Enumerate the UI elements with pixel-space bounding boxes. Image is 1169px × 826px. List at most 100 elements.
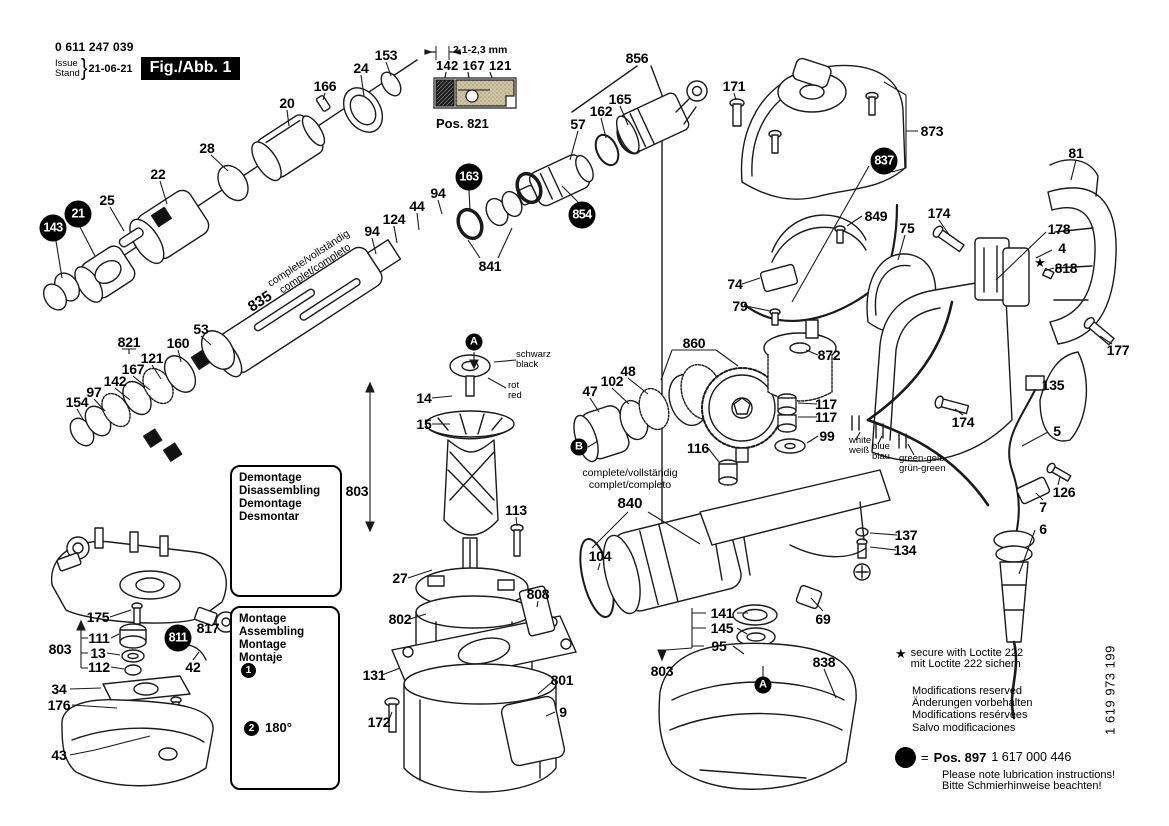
part-label-803: 803 <box>48 641 72 657</box>
bearing-bracket-group <box>51 527 237 787</box>
part-label-811: 811 <box>164 624 192 652</box>
part-label-34: 34 <box>51 681 67 697</box>
detail-badge-A: A <box>754 676 772 694</box>
part-label-116: 116 <box>687 440 709 456</box>
assembly-step-1-badge: 1 <box>241 663 256 678</box>
part-label-126: 126 <box>1052 484 1076 500</box>
part-label-162: 162 <box>589 103 613 119</box>
part-label-860: 860 <box>682 335 706 351</box>
part-label-154: 154 <box>65 394 89 410</box>
part-label-79: 79 <box>732 298 748 314</box>
switch-housing-group <box>871 225 1055 462</box>
part-label-818: 818 <box>1054 260 1078 276</box>
inset-drawing <box>424 46 517 109</box>
part-label-25: 25 <box>99 192 115 208</box>
part-label-81: 81 <box>1068 145 1084 161</box>
part-label-141: 141 <box>710 605 734 621</box>
title-block: 0 611 247 039 Issue Stand } 21-06-21 Fig… <box>55 40 241 81</box>
part-label-817: 817 <box>196 620 220 636</box>
part-label-75: 75 <box>899 220 915 236</box>
part-label-143: 143 <box>39 214 67 242</box>
part-label-4: 4 <box>1058 240 1066 256</box>
leader-lines <box>55 61 1113 756</box>
lubrication-note: Please note lubrication instructions! Bi… <box>942 768 1116 793</box>
part-label-172: 172 <box>367 714 391 730</box>
pos-897-number: 1 617 000 446 <box>991 750 1072 765</box>
assembly-angle: 180° <box>265 720 292 735</box>
part-label-167: 167 <box>121 361 145 377</box>
part-label-808: 808 <box>526 586 550 602</box>
part-label-176: 176 <box>47 697 71 713</box>
modifications-note: Modifications reserved Änderungen vorbeh… <box>912 685 1033 734</box>
motor-cover-group <box>729 57 937 334</box>
part-label-102: 102 <box>600 373 624 389</box>
inset-part-numbers: 142 167 121 <box>436 58 512 73</box>
part-label-821: 821 <box>117 334 141 350</box>
part-label-47: 47 <box>582 383 598 399</box>
part-label-111: 111 <box>88 630 110 646</box>
part-label-13: 13 <box>90 645 106 661</box>
part-label-838: 838 <box>812 654 836 670</box>
part-label-21: 21 <box>64 200 92 228</box>
part-label-837: 837 <box>870 147 898 175</box>
brace-glyph: } <box>80 55 88 81</box>
assembly-title: Montage Assembling Montage Montaje <box>239 613 305 664</box>
part-label-42: 42 <box>185 659 201 675</box>
part-label-802: 802 <box>388 611 412 627</box>
figure-label: Fig./Abb. 1 <box>140 57 241 80</box>
part-label-95: 95 <box>711 638 727 654</box>
part-label-117: 117 <box>815 396 837 412</box>
issue-date: 21-06-21 <box>88 62 133 75</box>
part-label-163: 163 <box>455 163 483 191</box>
part-label-5: 5 <box>1053 423 1061 439</box>
part-label-841: 841 <box>478 258 502 274</box>
part-label-856: 856 <box>625 50 649 66</box>
part-label-104: 104 <box>588 548 612 564</box>
spindle-group <box>69 239 402 462</box>
part-label-48: 48 <box>620 363 636 379</box>
inset-caption: Pos. 821 <box>436 116 489 131</box>
part-label-166: 166 <box>313 78 337 94</box>
part-label-137: 137 <box>894 527 918 543</box>
part-label-43: 43 <box>51 747 67 763</box>
assembly-box: Montage Assembling Montage Montaje 1 2 1… <box>230 606 340 790</box>
piston-group <box>456 65 708 553</box>
part-label-124: 124 <box>382 211 406 227</box>
part-label-801: 801 <box>550 672 574 688</box>
part-label-175: 175 <box>86 609 110 625</box>
part-label-178: 178 <box>1047 221 1071 237</box>
footnotes: ★ secure with Loctite 222 mit Loctite 22… <box>895 647 1135 793</box>
part-label-27: 27 <box>392 570 408 586</box>
part-label-135: 135 <box>1041 377 1065 393</box>
part-label-872: 872 <box>817 347 841 363</box>
part-label-97: 97 <box>86 384 102 400</box>
gear-housing-group <box>579 469 891 790</box>
part-label-177: 177 <box>1106 342 1130 358</box>
tool-holder-group <box>42 59 418 311</box>
part-label-94: 94 <box>364 223 380 239</box>
part-label-69: 69 <box>815 611 831 627</box>
part-label-113: 113 <box>505 502 527 518</box>
part-label-174: 174 <box>927 205 951 221</box>
part-label-24: 24 <box>353 60 369 76</box>
part-label-14: 14 <box>416 390 432 406</box>
part-label-57: 57 <box>570 116 586 132</box>
issue-stand-label: Issue Stand <box>55 57 80 79</box>
part-label-174: 174 <box>951 414 975 430</box>
part-label-131: 131 <box>362 667 386 683</box>
part-label-849: 849 <box>864 208 888 224</box>
star-icon: ★ <box>1034 255 1046 270</box>
equals-sign: = <box>921 749 929 765</box>
part-label-74: 74 <box>727 276 743 292</box>
assembly-step-2-badge: 2 <box>244 721 259 736</box>
part-label-20: 20 <box>279 95 295 111</box>
part-label-53: 53 <box>193 321 209 337</box>
part-label-94: 94 <box>430 185 446 201</box>
part-label-160: 160 <box>166 335 190 351</box>
part-label-28: 28 <box>199 140 215 156</box>
